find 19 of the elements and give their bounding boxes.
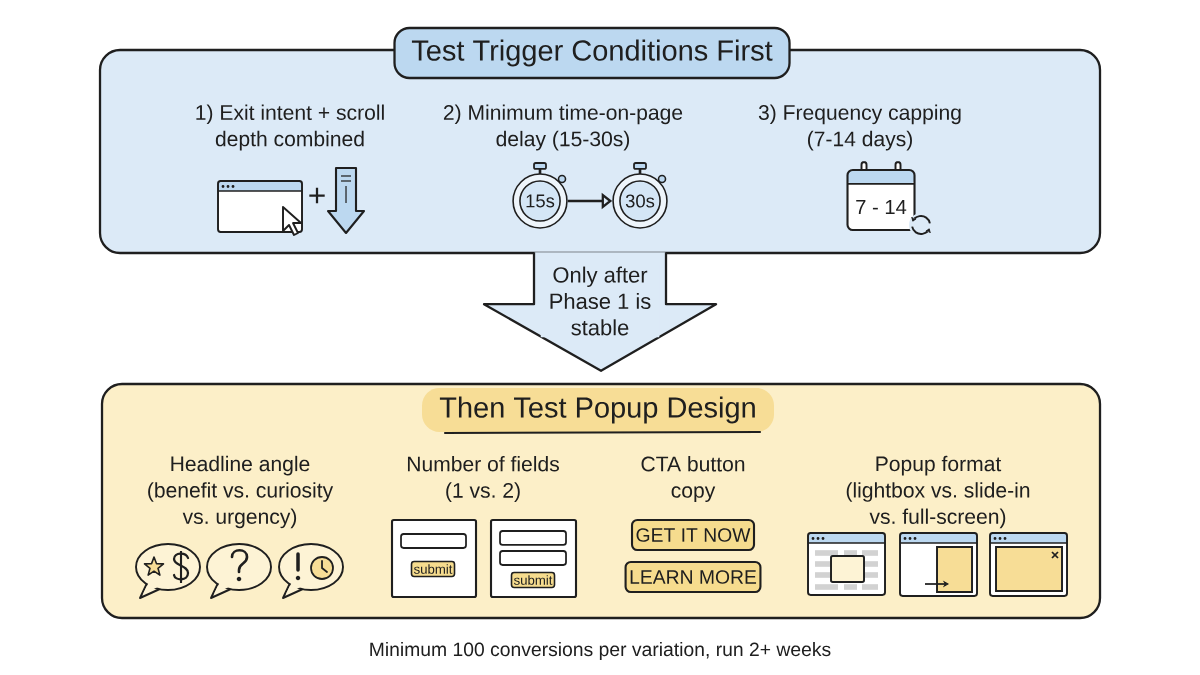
heading-highlight: Then Test Popup Design — [422, 388, 774, 432]
item-label: 3) Frequency capping (7-14 days) — [758, 104, 961, 151]
submit-button: submit — [510, 571, 556, 589]
item-label: 2) Minimum time-on-page delay (15-30s) — [443, 104, 683, 151]
stopwatch: 30s — [612, 162, 668, 229]
item-label: Headline angle (benefit vs. curiosity vs. urgency) — [148, 455, 334, 529]
stopwatch: 15s — [512, 162, 568, 229]
item-label: Number of fields (1 vs. 2) — [408, 456, 559, 502]
cta-button: GET IT NOW — [630, 518, 756, 552]
calendar: 7 - 14 — [846, 161, 916, 232]
cta-button: LEARN MORE — [624, 560, 762, 594]
item-label: CTA button copy — [641, 456, 745, 502]
item-label: Popup format (lightbox vs. slide-in vs. full-screen) — [846, 455, 1030, 529]
item-label: 1) Exit intent + scroll depth combined — [196, 104, 384, 151]
edge-label: Only after Phase 1 is stable — [540, 264, 660, 338]
heading-pill: Test Trigger Conditions First — [393, 26, 791, 80]
caption: Minimum 100 conversions per variation, run 2+ weeks — [370, 642, 831, 660]
plus-sign: + — [309, 187, 325, 204]
submit-button: submit — [410, 560, 456, 578]
